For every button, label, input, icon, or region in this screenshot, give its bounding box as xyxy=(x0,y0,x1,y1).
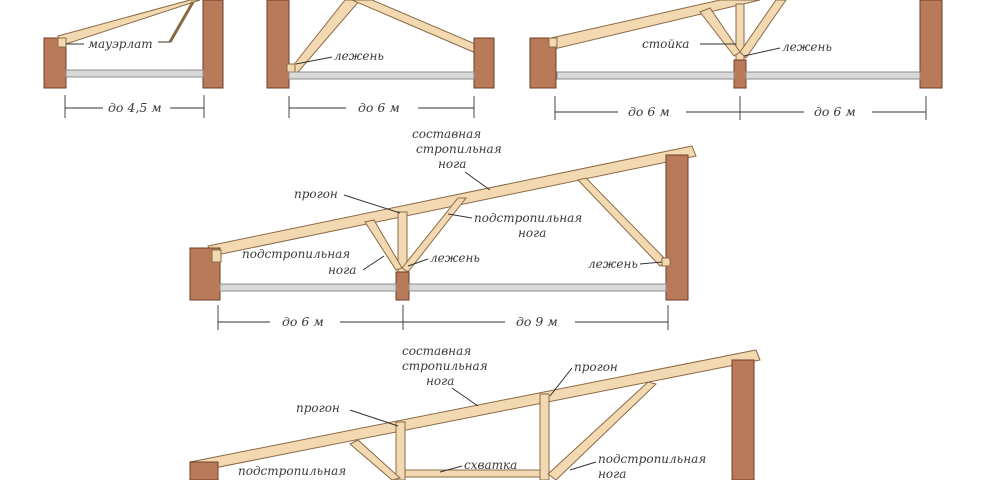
strut-right xyxy=(739,0,787,59)
label-podstrop-5c: подстропильная xyxy=(238,464,346,478)
strut-left xyxy=(364,219,403,271)
label-sostav-2: стропильная xyxy=(416,142,502,156)
left-block xyxy=(211,249,222,263)
right-wall xyxy=(473,37,495,89)
dim-4a: до 6 м xyxy=(282,314,324,329)
mauerlat-block xyxy=(57,37,67,48)
strut-far xyxy=(577,177,669,267)
label-lezhen-4a: лежень xyxy=(430,251,480,265)
label-progon-4: прогон xyxy=(294,187,338,201)
label-lezhen-3: лежень xyxy=(782,40,832,54)
label-progon-5b: прогон xyxy=(296,401,340,415)
label-lezhen-4b: лежень xyxy=(588,257,638,271)
left-wall xyxy=(529,37,557,89)
scheme-2: лежень до 6 м xyxy=(266,0,495,118)
label-mauerlat: мауэрлат xyxy=(88,37,153,51)
dim-3a: до 6 м xyxy=(628,104,670,119)
scheme-4: составная стропильная нога прогон подстр… xyxy=(189,127,697,330)
label-sostav-5a: составная xyxy=(402,344,471,358)
label-podstrop-4c: подстропильная xyxy=(242,247,350,261)
label-sostav-5c: нога xyxy=(426,374,454,388)
right-wall xyxy=(919,0,943,89)
scheme-3: стойка лежень до 6 м до 6 м xyxy=(529,0,943,120)
floor-beam-right xyxy=(408,283,667,292)
label-sostav-1: составная xyxy=(412,127,481,141)
right-wall xyxy=(202,0,224,89)
right-lezhen-block xyxy=(661,257,671,267)
left-wall xyxy=(43,37,67,89)
label-podstrop-5a: подстропильная xyxy=(598,452,706,466)
label-podstrop-5b: нога xyxy=(598,467,626,480)
scheme-1: мауэрлат до 4,5 м xyxy=(43,0,224,118)
label-skhvatka: схватка xyxy=(464,458,517,472)
floor-beam-left xyxy=(219,283,397,292)
post-left xyxy=(395,421,406,480)
right-wall xyxy=(665,154,689,301)
label-sostav-5b: стропильная xyxy=(402,359,488,373)
strut-right xyxy=(401,197,468,273)
strut-right xyxy=(547,381,657,480)
rafter-right xyxy=(351,0,481,55)
left-block xyxy=(548,37,558,48)
dim-2: до 6 м xyxy=(358,100,400,115)
label-sostav-3: нога xyxy=(438,157,466,171)
label-progon-5a: прогон xyxy=(574,360,618,374)
left-wall xyxy=(266,0,290,89)
label-stoyka: стойка xyxy=(642,37,689,51)
label-podstrop-4d: нога xyxy=(328,263,356,277)
strut-left xyxy=(349,439,402,480)
post-right xyxy=(539,393,550,480)
strut-left xyxy=(699,7,741,57)
skhvatka-beam xyxy=(404,469,541,478)
lezhen-block xyxy=(286,63,296,73)
scheme-5: составная стропильная нога прогон прогон… xyxy=(189,344,761,480)
floor-beam xyxy=(65,69,204,78)
floor-beam-left xyxy=(556,71,735,80)
left-wall xyxy=(189,461,219,480)
center-support xyxy=(733,59,747,89)
dim-4b: до 9 м xyxy=(516,314,558,329)
dim-1: до 4,5 м xyxy=(108,100,162,115)
label-podstrop-4a: подстропильная xyxy=(474,211,582,225)
label-podstrop-4b: нога xyxy=(518,226,546,240)
right-wall xyxy=(731,359,755,480)
floor-beam xyxy=(288,71,475,80)
label-lezhen-2: лежень xyxy=(334,49,384,63)
center-support xyxy=(395,271,410,301)
floor-beam-right xyxy=(745,71,921,80)
dim-3b: до 6 м xyxy=(814,104,856,119)
